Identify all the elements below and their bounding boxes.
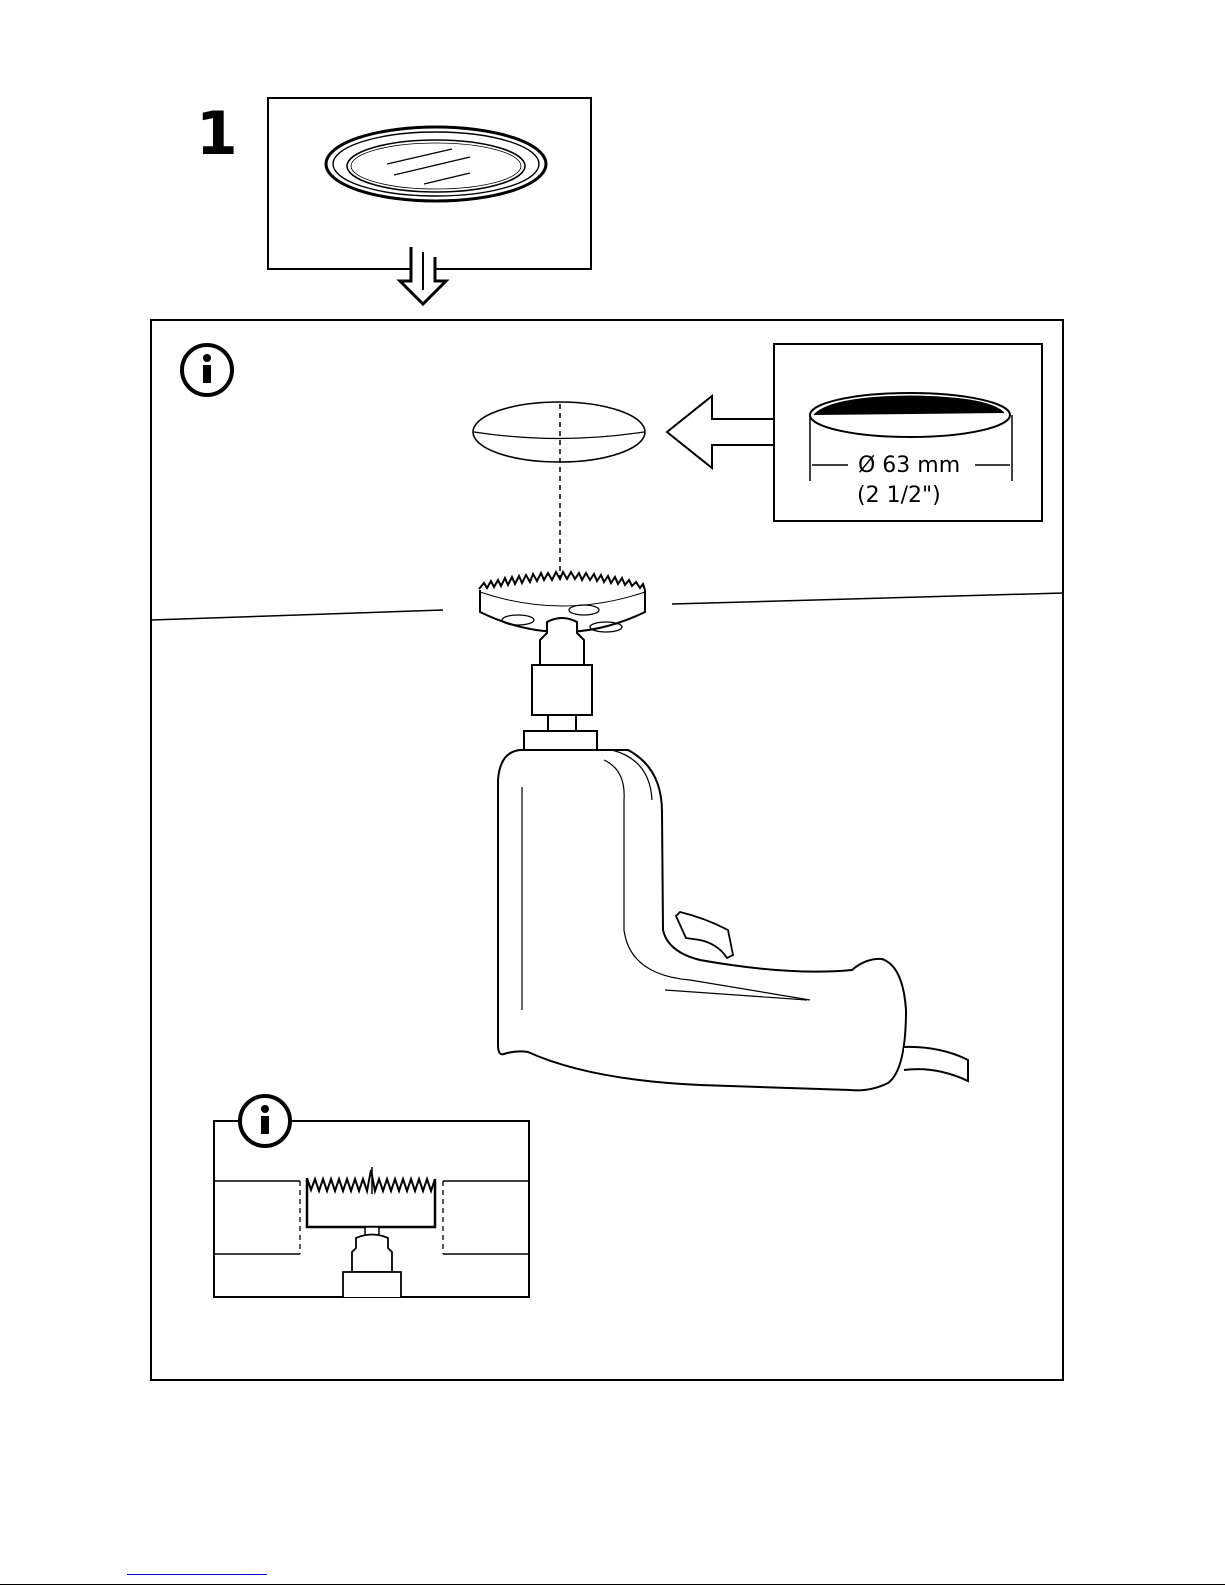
arrow-left-icon: [667, 396, 773, 468]
recessed-light-image: [326, 127, 546, 201]
hole-diameter-imperial: (2 1/2"): [857, 485, 941, 507]
detail-panel: [214, 1096, 529, 1302]
step-number: 1: [196, 104, 238, 164]
info-icon: [182, 345, 232, 395]
footer-link-underline: [127, 1574, 267, 1575]
product-panel: [268, 98, 591, 269]
drill: [498, 618, 968, 1090]
hole-outline: [473, 402, 645, 580]
info-icon: [240, 1096, 290, 1146]
hole-diameter-metric: Ø 63 mm: [858, 455, 960, 477]
